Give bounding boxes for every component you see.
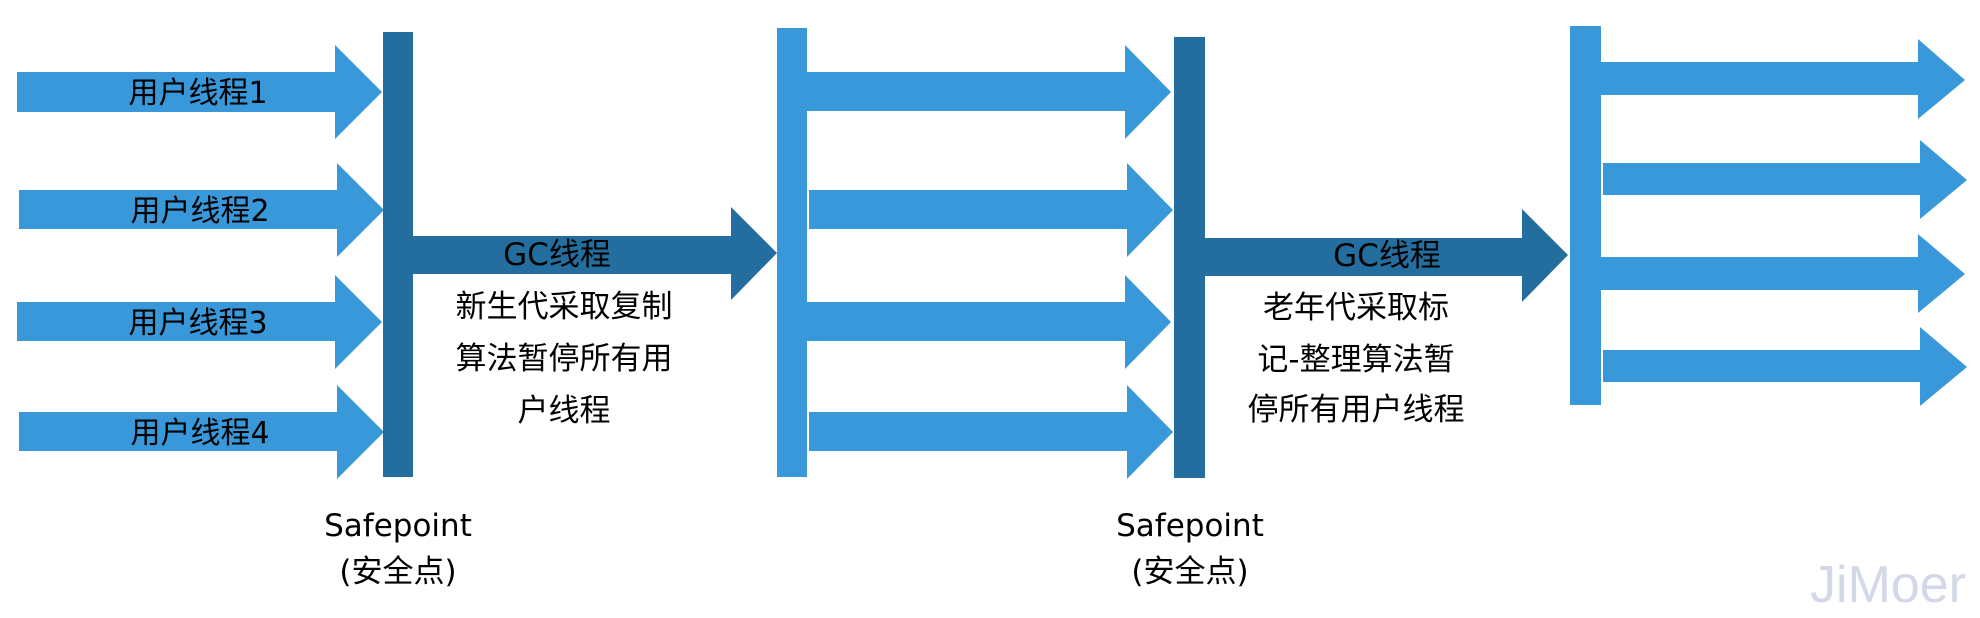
- gc-thread-label: GC线程: [503, 237, 611, 273]
- gc-description-line: 算法暂停所有用: [456, 341, 673, 377]
- user-thread-label: 用户线程2: [130, 194, 269, 229]
- user-thread-arrow-11: [1601, 234, 1965, 313]
- safepoint-subtitle: (安全点): [1131, 554, 1248, 590]
- user-thread-arrow-6: [809, 163, 1173, 257]
- gc-thread-arrow-1: GC线程: [413, 207, 777, 300]
- safepoint-label-1: Safepoint (安全点): [324, 508, 472, 590]
- gc-description-line: 新生代采取复制: [456, 289, 673, 325]
- user-thread-arrow-3: 用户线程3: [17, 275, 382, 369]
- safepoint-title: Safepoint: [1116, 508, 1264, 544]
- gc-description-line: 停所有用户线程: [1248, 392, 1465, 428]
- safepoint-label-2: Safepoint (安全点): [1116, 508, 1264, 590]
- phase2-user-threads: [807, 45, 1173, 479]
- user-thread-label: 用户线程1: [128, 76, 267, 111]
- gc-description-line: 记-整理算法暂: [1257, 342, 1454, 378]
- user-thread-arrow-8: [809, 385, 1173, 479]
- phase1-user-threads: 用户线程1 用户线程2 用户线程3 用户线程4: [17, 45, 384, 479]
- resume-bar-1: [777, 28, 807, 477]
- gc-description-line: 老年代采取标: [1263, 290, 1449, 326]
- user-thread-arrow-1: 用户线程1: [17, 45, 382, 139]
- user-thread-arrow-2: 用户线程2: [19, 163, 384, 257]
- safepoint-bar-1: [383, 32, 413, 477]
- watermark-text: JiMoer: [1810, 556, 1966, 614]
- gc-thread-label: GC线程: [1333, 238, 1441, 274]
- user-thread-label: 用户线程4: [130, 416, 269, 451]
- user-thread-arrow-7: [807, 275, 1171, 369]
- phase3-user-threads: [1601, 39, 1967, 406]
- gc-description-2: 老年代采取标 记-整理算法暂 停所有用户线程: [1248, 290, 1465, 428]
- user-thread-arrow-5: [807, 45, 1171, 139]
- gc-description-line: 户线程: [518, 393, 611, 429]
- user-thread-arrow-9: [1601, 39, 1965, 119]
- gc-description-1: 新生代采取复制 算法暂停所有用 户线程: [456, 289, 673, 429]
- user-thread-arrow-10: [1603, 140, 1967, 219]
- safepoint-title: Safepoint: [324, 508, 472, 544]
- resume-bar-2: [1570, 26, 1601, 405]
- safepoint-bar-2: [1174, 37, 1205, 478]
- user-thread-label: 用户线程3: [128, 306, 267, 341]
- user-thread-arrow-4: 用户线程4: [19, 385, 384, 479]
- gc-thread-arrow-2: GC线程: [1205, 209, 1568, 302]
- safepoint-subtitle: (安全点): [339, 554, 456, 590]
- user-thread-arrow-12: [1603, 327, 1967, 406]
